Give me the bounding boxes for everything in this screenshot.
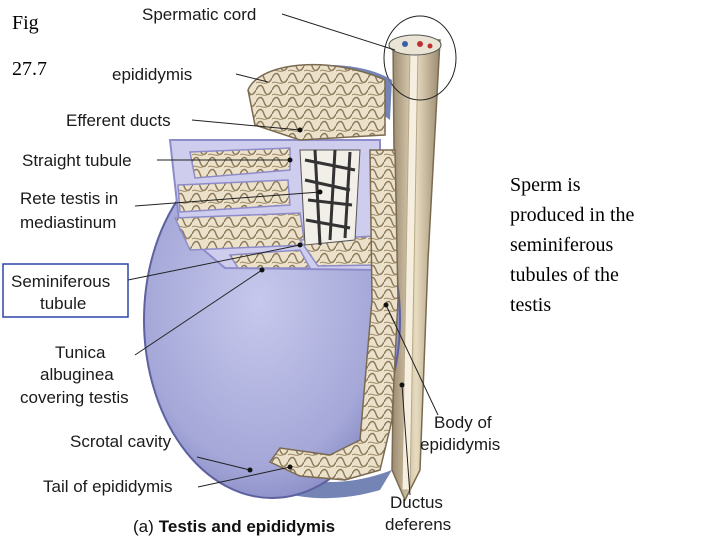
label-seminiferous-line2: tubule — [40, 294, 86, 313]
label-tunica-line2: albuginea — [40, 365, 114, 384]
caption-prefix: (a) — [133, 517, 154, 536]
cord-highlight-ellipse — [383, 15, 457, 101]
side-note-line: testis — [510, 294, 552, 316]
epididymis-head — [247, 63, 386, 141]
seminiferous-label-box — [2, 263, 129, 318]
side-note-line: Sperm is — [510, 174, 581, 196]
label-tunica-line1: Tunica — [55, 343, 106, 362]
side-note-line: tubules of the — [510, 264, 619, 286]
leader-lines — [127, 13, 439, 496]
label-tail-epididymis: Tail of epididymis — [43, 477, 172, 496]
label-ductus-line2: deferens — [385, 515, 451, 534]
side-note: Sperm is produced in the seminiferous tu… — [510, 170, 710, 320]
side-note-line: seminiferous — [510, 234, 614, 256]
figure-caption: (a) Testis and epididymis — [133, 517, 335, 536]
label-rete-testis-line1: Rete testis in — [20, 189, 118, 208]
label-efferent-ducts: Efferent ducts — [66, 111, 171, 130]
figure-label-line1: Fig — [12, 12, 39, 34]
leader-dots — [247, 127, 405, 473]
label-ductus-line1: Ductus — [390, 493, 443, 512]
label-epididymis: epididymis — [112, 65, 192, 84]
label-body-epididymis-line2: epididymis — [420, 435, 500, 454]
label-spermatic-cord: Spermatic cord — [142, 5, 256, 24]
label-body-epididymis-line1: Body of — [434, 413, 492, 432]
label-straight-tubule: Straight tubule — [22, 151, 132, 170]
label-tunica-line3: covering testis — [20, 388, 129, 407]
figure-label-line2: 27.7 — [12, 58, 47, 80]
caption-text: Testis and epididymis — [159, 517, 335, 536]
lobules — [168, 139, 381, 272]
label-rete-testis-line2: mediastinum — [20, 213, 116, 232]
label-scrotal-cavity: Scrotal cavity — [70, 432, 172, 451]
epididymis-body — [268, 149, 399, 481]
side-note-line: produced in the — [510, 204, 635, 226]
label-seminiferous-line1: Seminiferous — [11, 272, 110, 291]
